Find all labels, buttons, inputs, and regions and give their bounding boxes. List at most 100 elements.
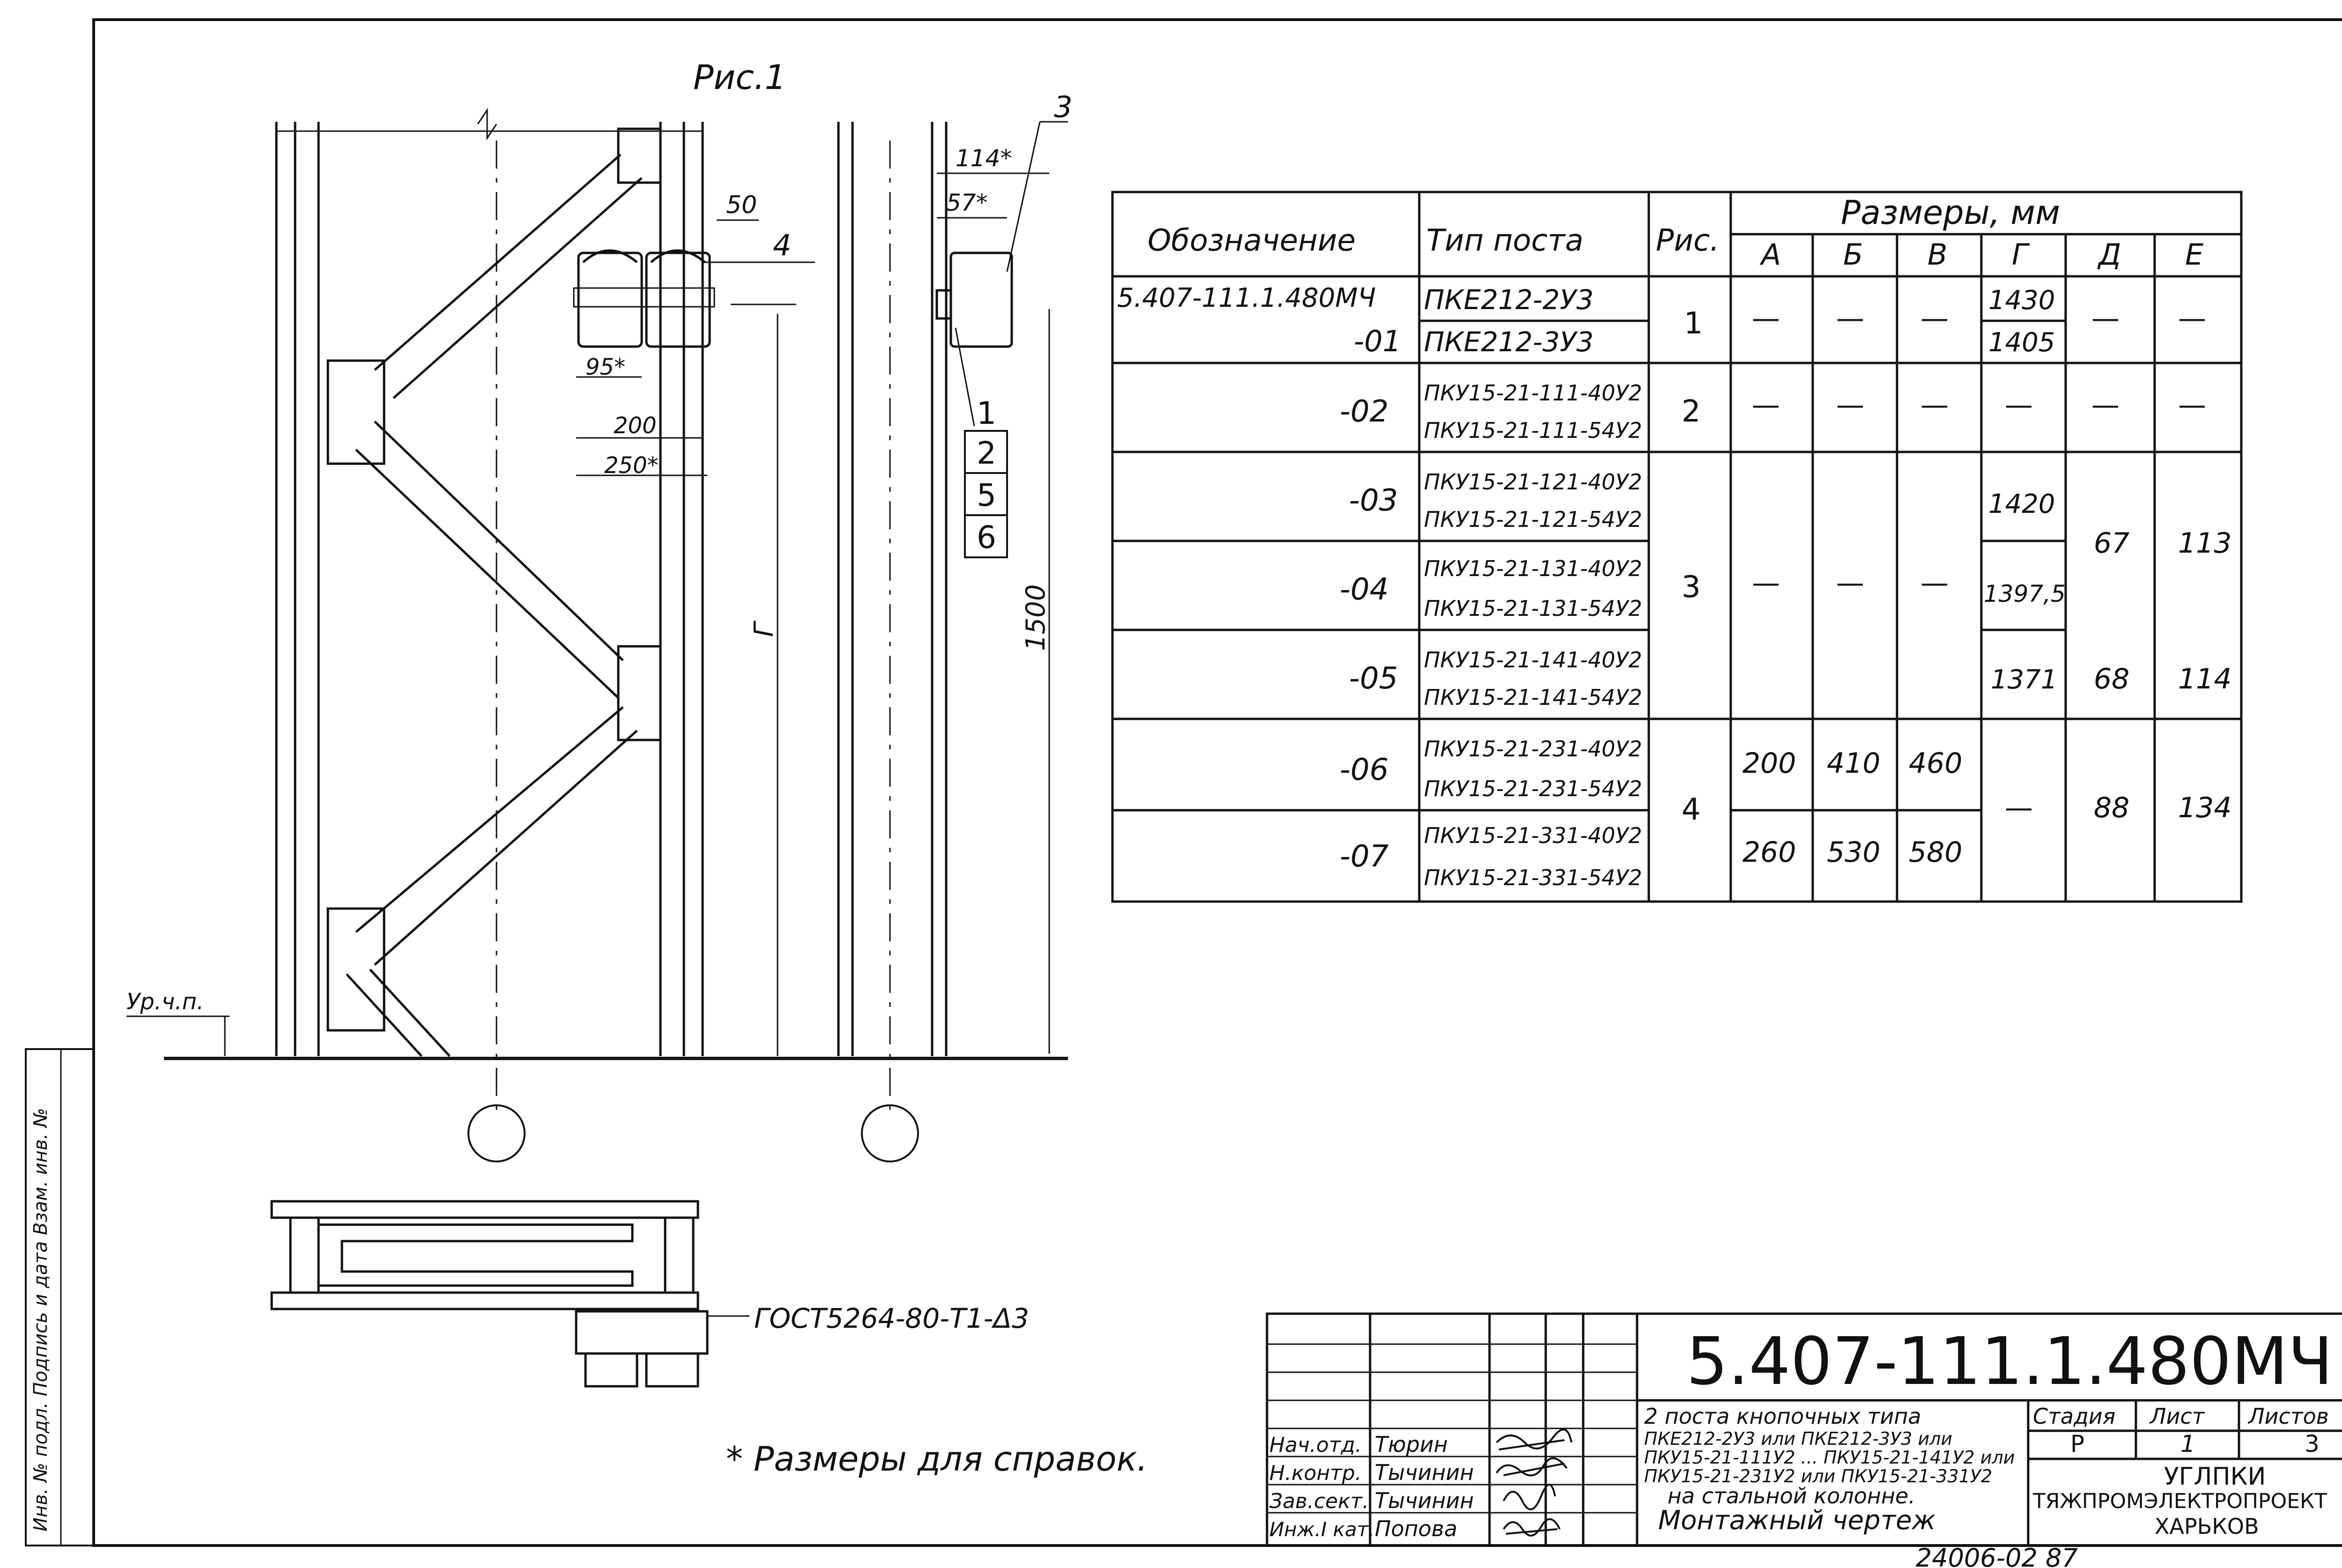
row5-type2: ПКУ15-21-141-54У2 — [1424, 685, 1642, 710]
row2-type1: ПКУ15-21-111-40У2 — [1424, 380, 1642, 406]
desc-line-4: ПКУ15-21-231У2 или ПКУ15-21-331У2 — [1644, 1466, 1992, 1487]
front-dims — [576, 219, 1050, 1056]
org-line-3: ХАРЬКОВ — [2155, 1514, 2259, 1539]
row2-des: -02 — [1340, 394, 1389, 429]
row4-e: 113 — [2178, 527, 2232, 560]
header-col-g: Г — [2012, 237, 2030, 272]
sheet-label: Лист — [2149, 1404, 2205, 1429]
row4-g: 1397,5 — [1984, 580, 2066, 607]
table-text: Обозначение Тип поста Рис. Размеры, мм А… — [1117, 193, 2232, 890]
role-2: Н.контр. — [1269, 1461, 1362, 1485]
row4-type1: ПКУ15-21-131-40У2 — [1424, 556, 1642, 581]
row3-des: -03 — [1349, 483, 1398, 518]
row1-g: 1405 — [1988, 327, 2055, 358]
row2-fig: 2 — [1682, 394, 1701, 429]
header-post-type: Тип поста — [1426, 223, 1584, 258]
row4-a: — — [1752, 567, 1780, 599]
stage-value: Р — [2070, 1430, 2084, 1457]
row2-e: — — [2178, 389, 2206, 422]
row4-des: -04 — [1340, 572, 1389, 607]
row0-a: — — [1752, 302, 1780, 335]
org-line-2: ТЯЖПРОМЭЛЕКТРОПРОЕКТ — [2032, 1489, 2327, 1513]
row5-g: 1371 — [1991, 665, 2058, 695]
header-col-b: Б — [1843, 237, 1863, 272]
row0-g: 1430 — [1988, 285, 2055, 316]
row0-fig: 1 — [1684, 306, 1703, 341]
row3-type2: ПКУ15-21-121-54У2 — [1424, 507, 1642, 532]
row2-d: — — [2091, 389, 2120, 422]
dim-1500: 1500 — [1021, 584, 1051, 651]
dim-57: 57* — [946, 189, 988, 216]
specification-table — [1111, 191, 2243, 903]
side-stamp-text: Инв. № подл. Подпись и дата Взам. инв. № — [30, 1108, 52, 1531]
sheet-value: 1 — [2180, 1430, 2195, 1457]
dim-g: Г — [749, 621, 779, 637]
row0-b: — — [1836, 302, 1864, 335]
header-fig: Рис. — [1656, 223, 1719, 258]
row7-type1: ПКУ15-21-331-40У2 — [1424, 823, 1642, 848]
row4-b: — — [1836, 567, 1864, 599]
column-side-view — [837, 122, 1013, 1115]
row5-e: 114 — [2178, 663, 2232, 695]
row2-g: — — [2005, 389, 2033, 422]
title-block-text: 5.407-111.1.480МЧ 2 поста кнопочных типа… — [1269, 1324, 2333, 1568]
row2-a: — — [1752, 389, 1780, 422]
dim-50: 50 — [726, 191, 757, 219]
header-sizes: Размеры, мм — [1841, 193, 2060, 232]
row2-v: — — [1920, 389, 1949, 422]
header-designation: Обозначение — [1148, 223, 1356, 258]
row6-g: — — [2005, 791, 2033, 824]
row0-type: ПКЕ212-2У3 — [1424, 284, 1593, 316]
side-stamp-box — [25, 1048, 95, 1546]
desc-line-3: ПКУ15-21-111У2 ... ПКУ15-21-141У2 или — [1644, 1447, 2015, 1468]
desc-line-6: Монтажный чертеж — [1658, 1505, 1935, 1536]
row5-des: -05 — [1349, 661, 1398, 696]
header-col-e: Е — [2185, 237, 2204, 272]
plan-section — [270, 1200, 709, 1388]
callout-1: 1 — [977, 395, 996, 431]
header-col-d: Д — [2097, 237, 2121, 272]
row6-e: 134 — [2178, 791, 2232, 824]
callout-2: 2 — [977, 435, 996, 471]
row1-des: -01 — [1354, 324, 1401, 358]
title-block-frame — [1266, 1312, 2342, 1547]
row1-type: ПКЕ212-3У3 — [1424, 326, 1593, 358]
callout-3: 3 — [1054, 90, 1072, 124]
row7-v: 580 — [1909, 836, 1963, 869]
doc-code: 5.407-111.1.480МЧ — [1686, 1324, 2333, 1400]
dim-250: 250* — [604, 452, 659, 479]
row6-des: -06 — [1340, 753, 1389, 787]
callout-4: 4 — [773, 228, 791, 262]
row2-b: — — [1836, 389, 1864, 422]
reference-note: * Размеры для справок. — [726, 1439, 1148, 1479]
desc-line-2: ПКЕ212-2У3 или ПКЕ212-3У3 или — [1644, 1428, 1952, 1449]
archive-number: 24006-02 87 — [1916, 1543, 2078, 1568]
sheet-frame — [92, 18, 2342, 1547]
stage-label: Стадия — [2033, 1404, 2115, 1429]
callout-stack: 1 2 5 6 — [964, 395, 1008, 558]
row6-type1: ПКУ15-21-231-40У2 — [1424, 736, 1642, 762]
level-label: Ур.ч.п. — [126, 989, 204, 1015]
axis-marker-side — [861, 1104, 919, 1162]
dim-95: 95* — [586, 354, 625, 380]
row6-b: 410 — [1827, 747, 1881, 780]
row7-des: -07 — [1340, 839, 1389, 874]
side-dims — [937, 121, 1068, 427]
row0-e: — — [2178, 302, 2206, 335]
row0-v: — — [1920, 302, 1949, 335]
header-col-a: А — [1759, 237, 1781, 272]
row3-type1: ПКУ15-21-121-40У2 — [1424, 469, 1642, 495]
desc-line-5: на стальной колонне. — [1668, 1483, 1915, 1509]
row3-g: 1420 — [1988, 489, 2055, 519]
org-line-1: УГЛПКИ — [2164, 1463, 2266, 1491]
role-3: Зав.сект. — [1269, 1489, 1369, 1513]
row6-type2: ПКУ15-21-231-54У2 — [1424, 776, 1642, 801]
row6-v: 460 — [1909, 747, 1963, 780]
row6-d: 88 — [2094, 791, 2129, 824]
row4-type2: ПКУ15-21-131-54У2 — [1424, 596, 1642, 621]
figure-title: Рис.1 — [693, 58, 786, 97]
signatures — [1496, 1428, 1572, 1537]
sheets-value: 3 — [2305, 1430, 2320, 1457]
row4-d: 67 — [2094, 527, 2129, 560]
